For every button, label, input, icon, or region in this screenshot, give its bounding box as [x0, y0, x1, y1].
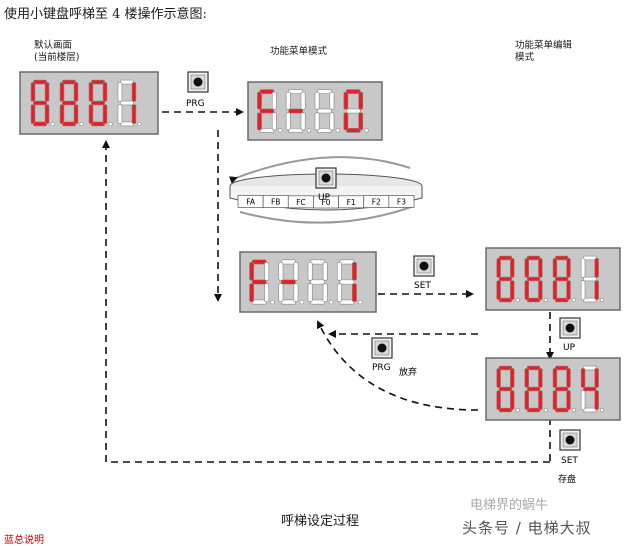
arrow-d5-discard [316, 320, 479, 411]
wheel-rotation-arrows [228, 156, 415, 224]
label-function-menu-edit: 功能菜单编辑 模式 [515, 40, 573, 63]
up-key-edit-label: UP [563, 343, 576, 353]
wheel-item-FB: FB [262, 195, 289, 208]
label-function-menu-mode: 功能菜单模式 [270, 46, 328, 57]
annotation-save: 存盘 [558, 473, 576, 485]
svg-text:F3: F3 [397, 197, 406, 206]
display-f0-digit-3 [314, 89, 340, 133]
display-default [19, 71, 159, 135]
display-f0 [247, 81, 383, 141]
wheel-item-F1: F1 [338, 195, 365, 209]
display-f1-digit-2 [278, 259, 305, 305]
wheel-item-F2: F2 [363, 195, 390, 208]
display-edit-4-digit-1 [496, 365, 520, 413]
svg-text:F0: F0 [321, 198, 330, 207]
svg-text:FA: FA [246, 197, 256, 206]
up-key[interactable]: UP [315, 167, 337, 203]
set-key-save[interactable]: SET [559, 429, 581, 466]
display-edit-1-digit-4 [580, 255, 605, 303]
display-f0-digit-4 [343, 89, 369, 133]
prg-key-discard-label: PRG [372, 363, 391, 373]
up-key-label: UP [318, 193, 331, 203]
wheel-item-FA: FA [237, 195, 264, 208]
display-edit-1 [485, 247, 621, 311]
display-edit-1-digit-3 [552, 255, 576, 303]
set-key-save-label: SET [561, 456, 578, 466]
up-key-edit[interactable]: UP [559, 317, 581, 353]
caption: 呼梯设定过程 [280, 514, 359, 529]
display-edit-4 [485, 357, 621, 421]
display-edit-4-digit-2 [524, 365, 548, 413]
set-key[interactable]: SET [413, 255, 435, 291]
prg-key[interactable]: PRG [186, 71, 209, 109]
display-f1-digit-4 [336, 259, 363, 305]
display-default-digit-1 [30, 79, 55, 127]
display-edit-1-digit-1 [496, 255, 520, 303]
display-f1 [239, 251, 377, 313]
svg-text:F2: F2 [372, 198, 381, 207]
display-edit-1-digit-2 [524, 255, 548, 303]
display-edit-4-digit-4 [580, 365, 605, 413]
set-key-label: SET [414, 281, 431, 291]
display-f1-digit-1 [249, 259, 275, 305]
svg-text:FC: FC [296, 198, 306, 207]
display-default-digit-2 [59, 79, 84, 127]
annotation-discard: 放弃 [399, 366, 417, 378]
prg-key-label: PRG [186, 99, 205, 109]
label-default-screen: 默认画面 (当前楼层) [34, 40, 80, 63]
watermark-top: 电梯界的蜗牛 [470, 498, 549, 513]
display-default-digit-4 [117, 79, 142, 127]
wheel-item-FC: FC [287, 195, 314, 209]
display-f0-digit-2 [285, 89, 312, 133]
wheel-item-F3: F3 [388, 195, 415, 208]
display-default-digit-3 [88, 79, 113, 127]
svg-text:FB: FB [271, 198, 280, 207]
svg-text:F1: F1 [347, 198, 356, 207]
prg-key-discard[interactable]: PRG [371, 337, 393, 373]
page-title: 使用小键盘呼梯至 4 楼操作示意图: [4, 7, 207, 22]
display-f1-digit-3 [307, 259, 334, 305]
display-f0-digit-1 [257, 89, 283, 133]
watermark: 头条号 / 电梯大叔 [462, 519, 592, 537]
display-edit-4-digit-3 [552, 365, 576, 413]
